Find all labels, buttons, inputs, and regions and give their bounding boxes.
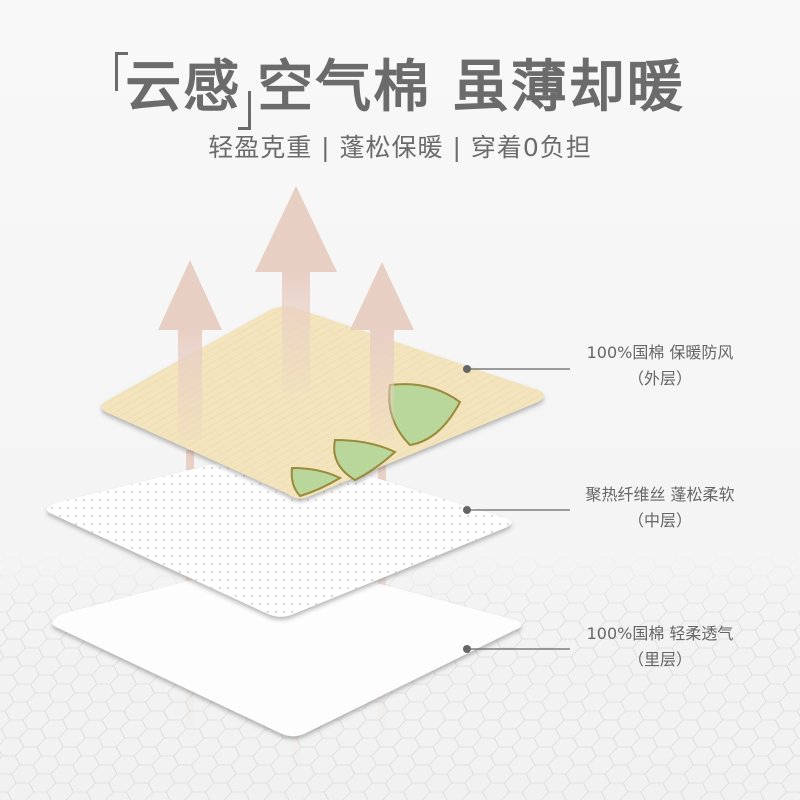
layer-inner (52, 558, 522, 737)
layer-name: （外层） (627, 369, 692, 388)
layer-description: 100%国棉 轻柔透气 (586, 624, 734, 643)
leader-line-middle (463, 506, 570, 514)
leaf-pattern (290, 383, 462, 498)
layer-outer (101, 306, 545, 499)
warmth-arrows (158, 186, 414, 440)
layer-name: （中层） (627, 511, 692, 530)
headline-bracketed: 云感 (115, 48, 252, 130)
leader-line-inner (463, 645, 570, 653)
label-middle-layer: 聚热纤维丝 蓬松柔软 （中层） (560, 482, 760, 534)
corner-bracket-open (115, 52, 129, 91)
label-outer-layer: 100%国棉 保暖防风 （外层） (570, 340, 750, 392)
headline: 云感 空气棉 虽薄却暖 (0, 48, 800, 130)
corner-bracket-close (238, 91, 252, 130)
arrow-up-icon (158, 260, 222, 440)
layer-description: 100%国棉 保暖防风 (586, 343, 734, 362)
headline-text: 空气棉 虽薄却暖 (257, 55, 685, 120)
headline-highlight: 云感 (125, 55, 242, 120)
layer-name: （里层） (627, 650, 692, 669)
arrow-up-icon (350, 262, 414, 440)
leader-line-outer (463, 365, 570, 373)
layer-description: 聚热纤维丝 蓬松柔软 (585, 485, 735, 504)
subheadline: 轻盈克重 | 蓬松保暖 | 穿着0负担 (208, 133, 592, 162)
layer-middle (46, 450, 512, 617)
arrow-up-icon (255, 186, 337, 392)
label-inner-layer: 100%国棉 轻柔透气 （里层） (570, 621, 750, 673)
